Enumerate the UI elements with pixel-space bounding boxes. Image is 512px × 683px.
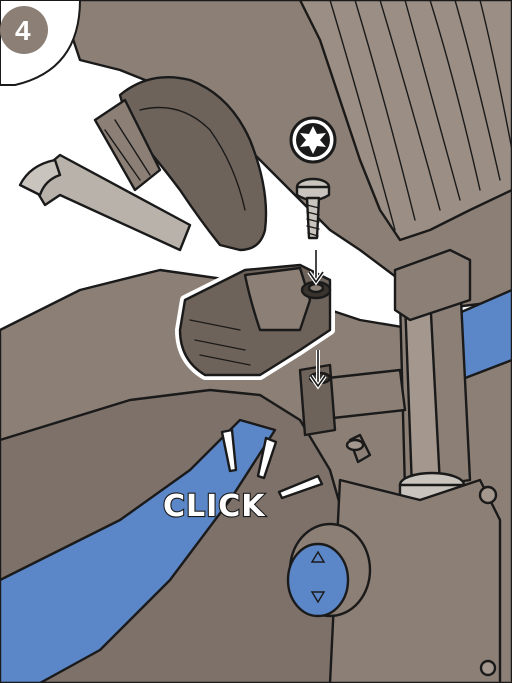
up-down-arrows-icon	[288, 524, 370, 616]
click-label: CLICK	[163, 489, 266, 524]
step-number: 4	[15, 15, 31, 46]
upright-post	[395, 250, 470, 513]
torx-star-icon	[291, 118, 335, 162]
